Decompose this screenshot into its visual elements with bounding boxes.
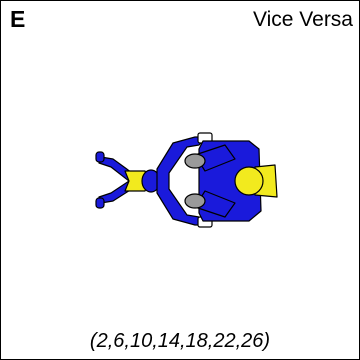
right-jumper-boot-top [184,153,206,169]
left-jumper-hand-top [95,151,105,163]
right-jumper-boot-bottom [184,193,206,209]
left-jumper-hand-bottom [95,197,105,209]
right-jumper-helmet [234,166,264,196]
formation-slots: (2,6,10,14,18,22,26) [89,330,271,352]
formation-title: Vice Versa [252,8,353,31]
formation-letter: E [10,6,26,32]
left-jumper [95,132,213,228]
right-jumper [184,140,278,222]
formation-diagram [95,132,278,228]
